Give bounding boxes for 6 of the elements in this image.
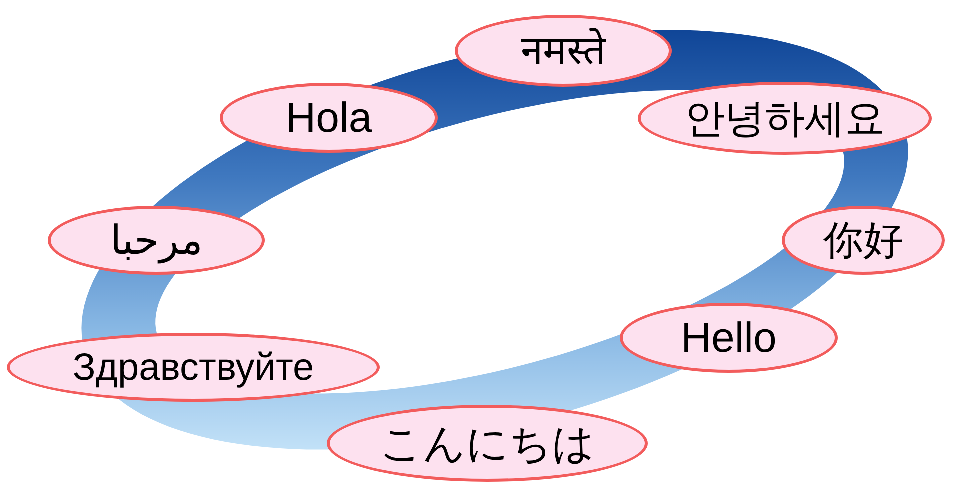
greeting-text: こんにちは <box>380 422 595 464</box>
greeting-text: 你好 <box>824 220 904 260</box>
greeting-text: Hola <box>286 97 372 139</box>
greeting-text: Hello <box>681 317 777 359</box>
greeting-text: Здравствуйте <box>72 348 314 386</box>
greeting-text: 안녕하세요 <box>685 98 885 138</box>
